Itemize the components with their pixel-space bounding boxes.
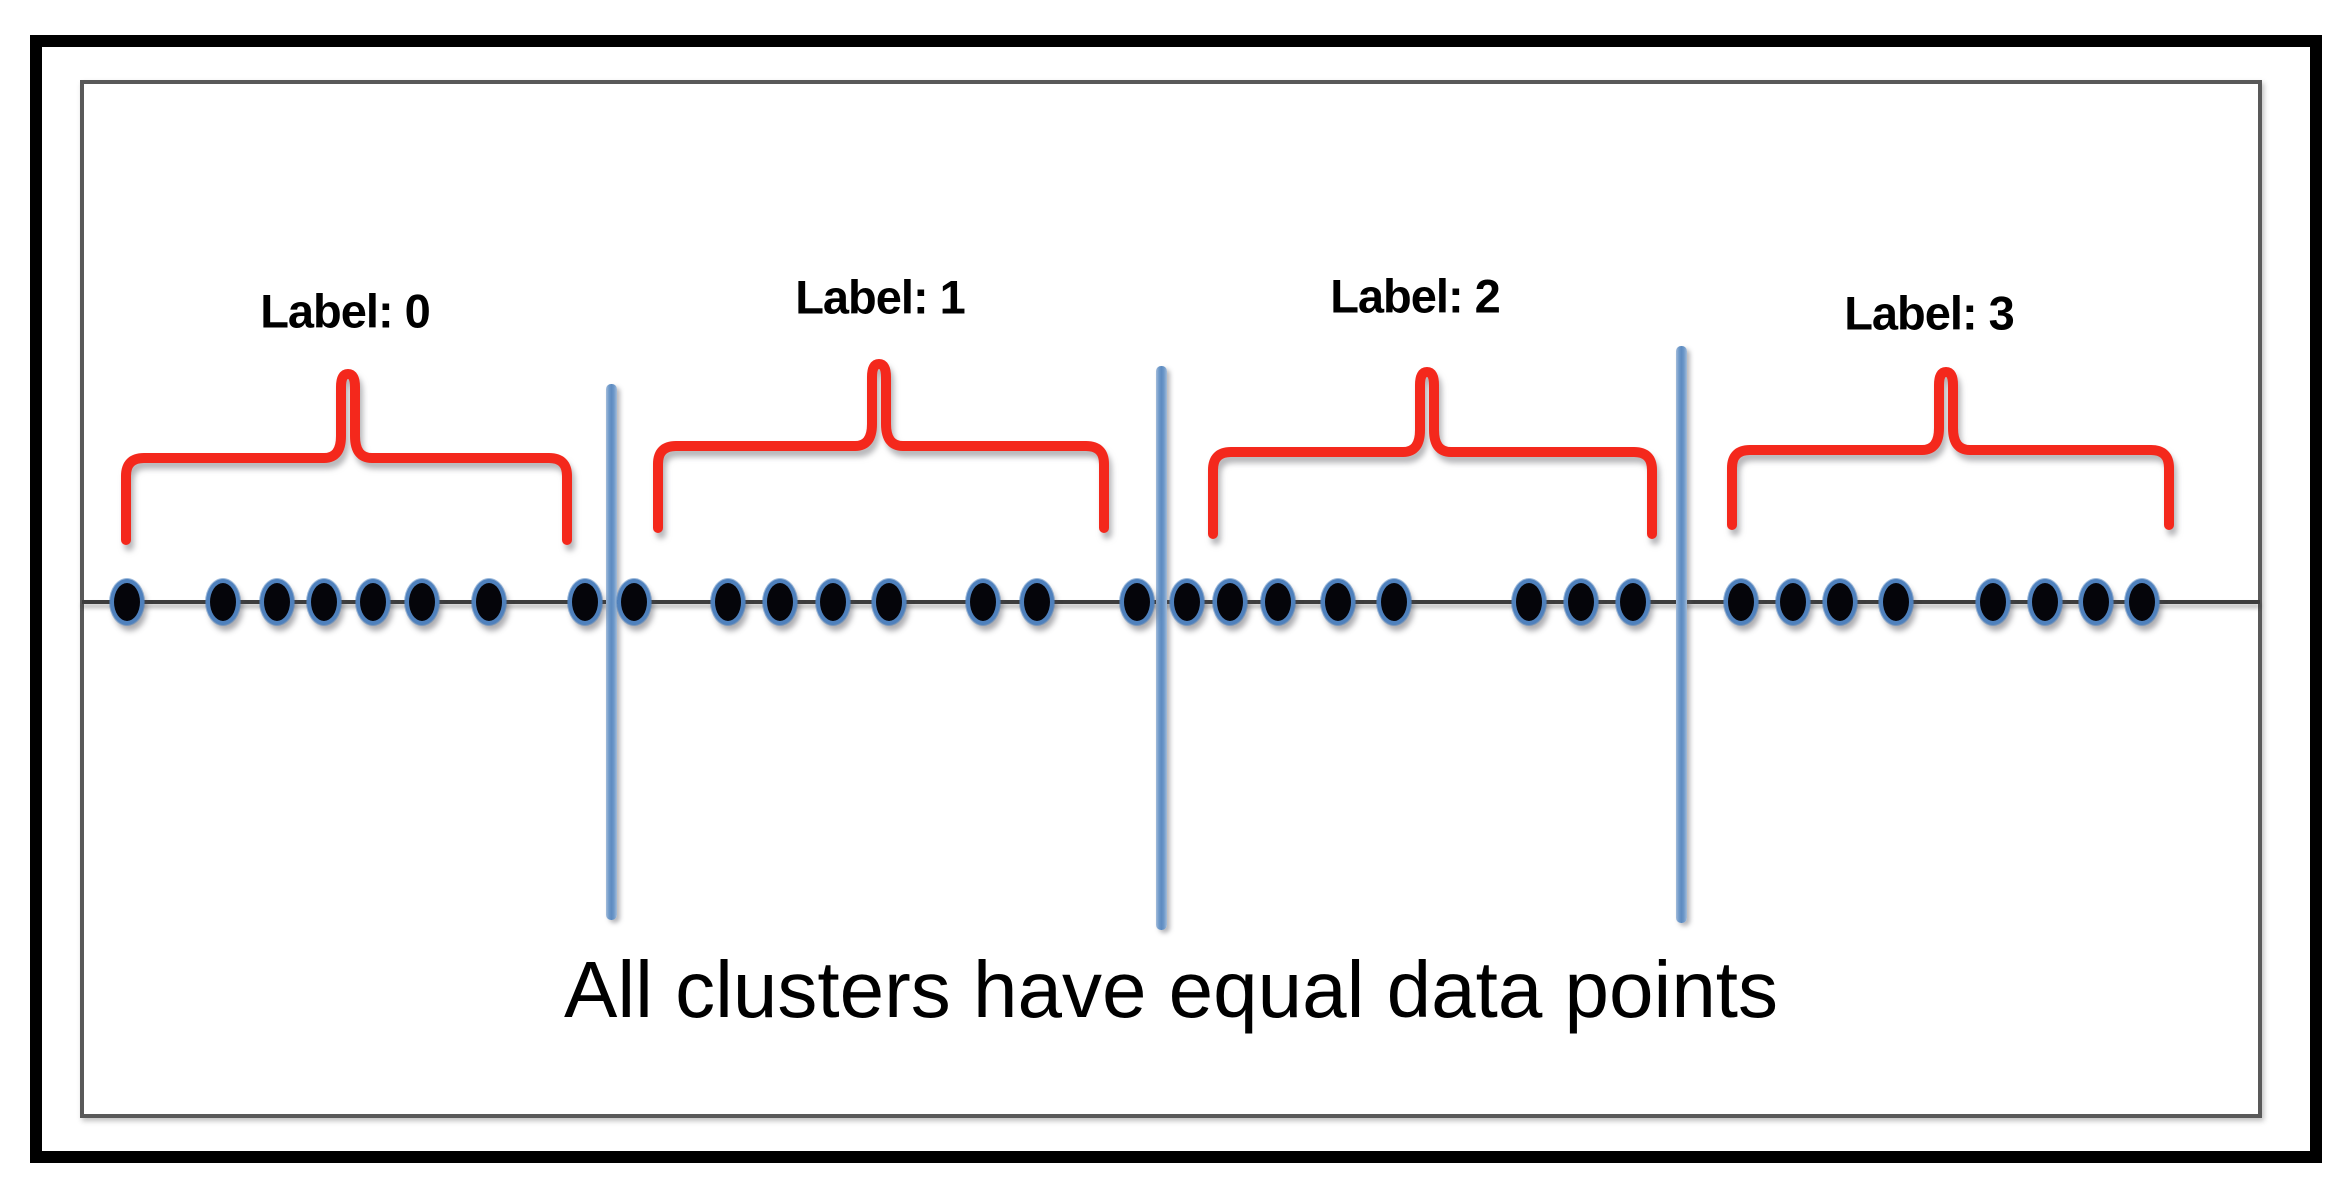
cluster-label-2: Label: 2 <box>1330 269 1501 323</box>
data-point-dot <box>617 579 651 625</box>
data-point-dot <box>816 579 850 625</box>
data-point-dot <box>206 579 240 625</box>
data-point-dot <box>1976 579 2010 625</box>
data-point-dot <box>711 579 745 625</box>
data-point-dot <box>2125 579 2159 625</box>
cluster-separator-line-2 <box>1676 346 1687 923</box>
data-point-dot <box>966 579 1000 625</box>
data-point-dot <box>405 579 439 625</box>
data-point-dot <box>1213 579 1247 625</box>
data-point-dot <box>1120 579 1154 625</box>
cluster-separator-line-1 <box>1156 366 1167 930</box>
data-point-dot <box>872 579 906 625</box>
data-point-dot <box>2079 579 2113 625</box>
cluster-brace-0 <box>121 369 572 545</box>
data-point-dot <box>307 579 341 625</box>
data-point-dot <box>472 579 506 625</box>
data-point-dot <box>1724 579 1758 625</box>
data-point-dot <box>763 579 797 625</box>
data-point-dot <box>568 579 602 625</box>
data-point-dot <box>1512 579 1546 625</box>
data-point-dot <box>1616 579 1650 625</box>
cluster-brace-3 <box>1727 367 2174 530</box>
data-point-dot <box>1776 579 1810 625</box>
data-point-dot <box>260 579 294 625</box>
cluster-separator-line-0 <box>606 384 617 920</box>
data-point-dot <box>110 579 144 625</box>
data-point-dot <box>1261 579 1295 625</box>
data-point-dot <box>1823 579 1857 625</box>
cluster-label-1: Label: 1 <box>795 270 966 324</box>
data-point-dot <box>2028 579 2062 625</box>
cluster-brace-1 <box>653 359 1109 533</box>
cluster-label-3: Label: 3 <box>1844 286 2015 340</box>
caption-text: All clusters have equal data points <box>563 945 1779 1034</box>
data-point-dot <box>1321 579 1355 625</box>
cluster-brace-2 <box>1208 367 1657 539</box>
data-point-dot <box>1170 579 1204 625</box>
outer-black-frame <box>30 35 2322 1163</box>
data-point-dot <box>1564 579 1598 625</box>
data-point-dot <box>1377 579 1411 625</box>
data-point-dot <box>1879 579 1913 625</box>
data-point-dot <box>1020 579 1054 625</box>
data-point-dot <box>356 579 390 625</box>
cluster-label-0: Label: 0 <box>260 284 431 338</box>
